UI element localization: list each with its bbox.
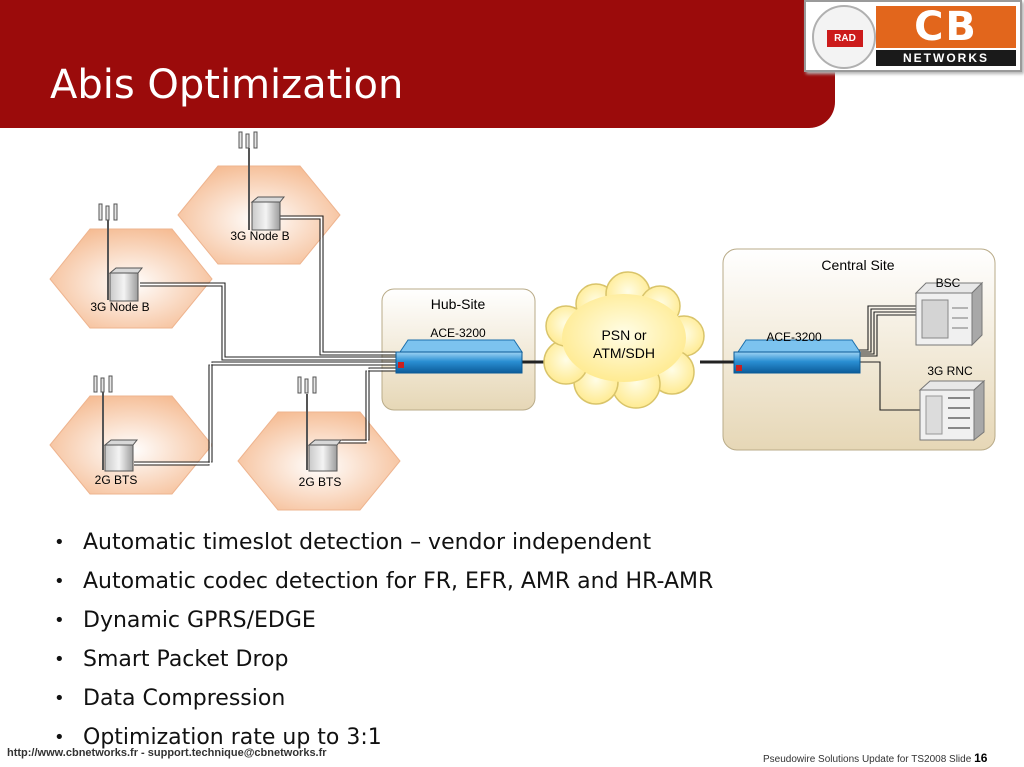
hub-site-title: Hub-Site (431, 296, 486, 312)
slide-footer: Pseudowire Solutions Update for TS2008 S… (763, 751, 987, 765)
footer-text: Pseudowire Solutions Update for TS2008 S… (763, 754, 972, 765)
tower-antenna-icon (238, 131, 286, 231)
title-banner: Abis Optimization (0, 0, 835, 128)
rnc-label: 3G RNC (927, 364, 973, 378)
cb-networks-logo: RAD CB NETWORKS (804, 0, 1022, 72)
bullet-item: Data Compression (52, 681, 713, 720)
central-site-title: Central Site (821, 257, 894, 273)
tower-antenna-icon (93, 375, 139, 472)
footer-link[interactable]: http://www.cbnetworks.fr - support.techn… (7, 747, 327, 759)
slide-number: 16 (974, 751, 988, 765)
site-label: 3G Node B (230, 229, 289, 243)
tower-antenna-icon (98, 203, 144, 302)
bullet-item: Optimization rate up to 3:1 (52, 720, 713, 759)
bullet-item: Smart Packet Drop (52, 642, 713, 681)
hub-ace-3200-device (395, 339, 523, 374)
hub-device-label: ACE-3200 (430, 326, 486, 340)
bsc-label: BSC (936, 276, 961, 290)
site-label: 2G BTS (299, 475, 342, 489)
networks-logo-text: NETWORKS (876, 50, 1016, 66)
cloud-label-line2: ATM/SDH (593, 345, 655, 361)
bsc-icon (914, 281, 984, 347)
rnc-icon (918, 379, 986, 442)
feature-bullet-list: Automatic timeslot detection – vendor in… (52, 525, 713, 759)
site-label: 2G BTS (95, 473, 138, 487)
cb-logo-text: CB (876, 6, 1016, 48)
bullet-item: Automatic codec detection for FR, EFR, A… (52, 564, 713, 603)
network-diagram: PSN or ATM/SDH (49, 131, 996, 511)
central-ace-3200-device (733, 339, 861, 374)
bullet-item: Automatic timeslot detection – vendor in… (52, 525, 713, 564)
central-device-label: ACE-3200 (766, 330, 822, 344)
cloud-label-line1: PSN or (601, 327, 646, 343)
rad-logo: RAD (827, 30, 863, 47)
authorized-distributor-seal: RAD (812, 5, 876, 69)
bullet-item: Dynamic GPRS/EDGE (52, 603, 713, 642)
e1-links-to-hub (134, 215, 400, 466)
site-label: 3G Node B (90, 300, 149, 314)
tower-antenna-icon (297, 376, 343, 472)
slide-title: Abis Optimization (50, 62, 404, 108)
